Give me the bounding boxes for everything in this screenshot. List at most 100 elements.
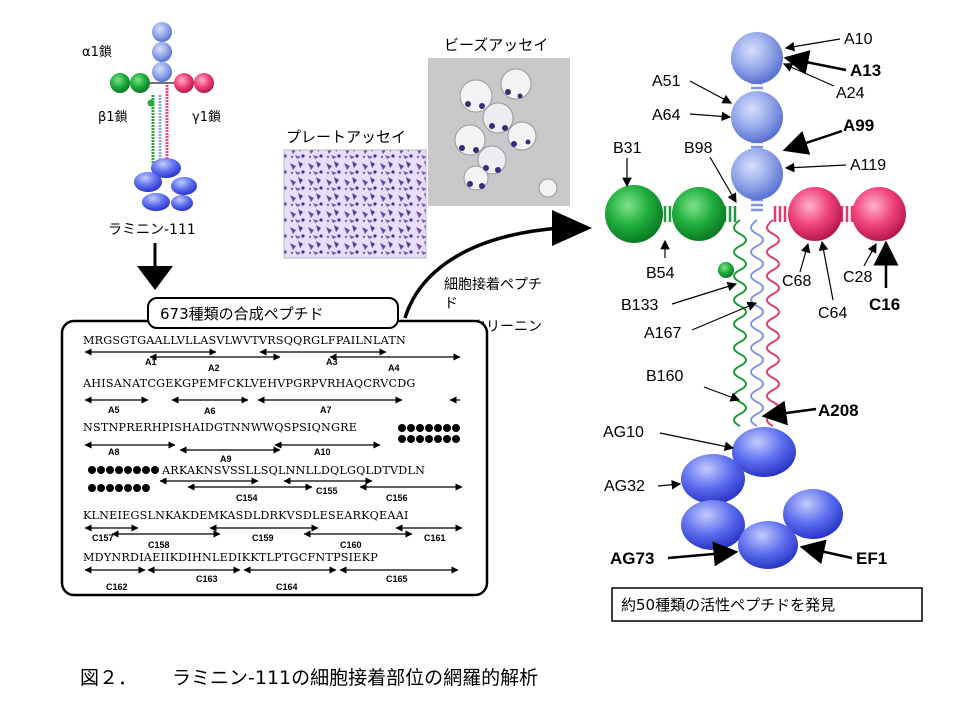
label-a208: A208 xyxy=(818,401,859,420)
plate-assay-photo xyxy=(283,149,427,259)
label-a51: A51 xyxy=(652,73,681,90)
beta-small-domain xyxy=(718,262,734,278)
alpha-domain xyxy=(152,42,172,62)
laminin-schematic: α1鎖 β1鎖 γ1鎖 ラミニン-111 xyxy=(82,22,221,238)
segment-label: A4 xyxy=(388,363,400,373)
schematic-name: ラミニン-111 xyxy=(108,222,196,238)
segment-label: A10 xyxy=(314,447,331,457)
label-a24: A24 xyxy=(836,85,865,102)
label-a167: A167 xyxy=(644,325,681,342)
sequence-row: KLNEIEGSLNKAKDEMKASDLDRKVSDLESEARKQEAAI xyxy=(83,509,409,522)
gamma-domain xyxy=(852,187,906,241)
label-c28: C28 xyxy=(843,269,872,286)
plate-assay-title: プレートアッセイ xyxy=(286,128,406,146)
sequence-row: NSTNPRERHPISHAIDGTNNWWQSPSIQNGRE xyxy=(83,421,357,434)
label-ag73: AG73 xyxy=(610,549,654,568)
caption-figure-number: 図２． xyxy=(80,667,137,689)
peptide-box-title: 673種類の合成ペプチド xyxy=(160,305,324,323)
segment-label: C162 xyxy=(106,582,128,592)
alpha-domain xyxy=(152,22,172,42)
label-c64: C64 xyxy=(818,305,847,322)
beta-domain xyxy=(110,73,130,93)
result-box: 約50種類の活性ペプチドを発見 xyxy=(611,587,923,622)
laminin-diagram xyxy=(605,32,906,569)
label-a119: A119 xyxy=(850,157,886,174)
segment-label: C157 xyxy=(92,533,114,543)
label-b160: B160 xyxy=(646,368,683,385)
result-text: 約50種類の活性ペプチドを発見 xyxy=(621,596,835,614)
segment-label: A6 xyxy=(204,406,216,416)
sequence-row: AHISANATCGEKGPEMFCKLVEHVPGRPVRHAQCRVCDG xyxy=(82,377,416,390)
label-b133: B133 xyxy=(621,297,658,314)
sequence-row: ARKAKNSVSSLLSQLNNLLDQLGQLDTVDLN xyxy=(161,464,425,477)
sequence-row: MRGSGTGAALLVLLASVLWVTVRSQQRGLFPAILNLATN xyxy=(83,334,406,347)
segment-label: C156 xyxy=(386,493,408,503)
alpha-chain-label: α1鎖 xyxy=(82,44,112,60)
segment-label: A8 xyxy=(108,447,120,457)
segment-label: A2 xyxy=(208,363,220,373)
bead-assay-photo xyxy=(428,58,570,206)
alpha-domain xyxy=(731,91,783,143)
label-a64: A64 xyxy=(652,107,681,124)
beta-domain xyxy=(605,185,663,243)
g-domain xyxy=(681,454,745,504)
segment-label: A1 xyxy=(145,357,157,367)
g-domain xyxy=(151,158,181,178)
segment-label: C155 xyxy=(316,486,338,496)
segment-label: C160 xyxy=(340,540,362,550)
segment-label: A5 xyxy=(108,405,120,415)
label-ag10: AG10 xyxy=(603,424,644,441)
svg-text:細胞接着ペプチ: 細胞接着ペプチ xyxy=(444,276,542,293)
label-a13: A13 xyxy=(850,61,881,80)
beta-domain xyxy=(672,187,726,241)
label-a10: A10 xyxy=(844,31,873,48)
svg-text:ド: ド xyxy=(444,296,458,312)
label-ef1: EF1 xyxy=(856,549,887,568)
g-domain xyxy=(732,427,796,477)
g-domain xyxy=(783,489,843,539)
gamma-domain xyxy=(194,73,214,93)
peptide-labels: A10 A13 A24 A51 A64 A99 A119 B31 B98 B54… xyxy=(603,31,900,568)
g-domain xyxy=(738,521,798,569)
alpha-domain xyxy=(731,32,783,84)
alpha-domain xyxy=(731,148,783,200)
curved-arrow xyxy=(403,210,592,319)
caption-text: ラミニン-111の細胞接着部位の網羅的解析 xyxy=(172,667,538,689)
gamma-chain-label: γ1鎖 xyxy=(192,109,221,125)
label-a99: A99 xyxy=(843,116,874,135)
down-arrow xyxy=(137,243,173,290)
segment-label: C158 xyxy=(148,540,170,550)
alpha-domain xyxy=(152,62,172,82)
segment-label: A3 xyxy=(326,357,338,367)
gap-dots xyxy=(88,466,159,492)
g-domain xyxy=(171,177,197,195)
label-ag32: AG32 xyxy=(604,478,645,495)
label-b31: B31 xyxy=(613,140,642,157)
gap-dots xyxy=(398,424,460,443)
segment-label: A7 xyxy=(320,405,332,415)
bead-assay-title: ビーズアッセイ xyxy=(444,36,548,54)
label-b98: B98 xyxy=(684,140,713,157)
beta-domain xyxy=(130,73,150,93)
sequence-row: MDYNRDIAEIIKDIHNLEDIKKTLPTGCFNTPSIEKP xyxy=(83,551,378,564)
segment-label: C154 xyxy=(236,493,258,503)
beta-chain-label: β1鎖 xyxy=(98,109,128,125)
segment-label: C161 xyxy=(424,533,446,543)
label-b54: B54 xyxy=(646,265,675,282)
segment-label: C163 xyxy=(196,574,218,584)
gamma-domain xyxy=(788,187,842,241)
g-domain xyxy=(171,195,193,211)
g-domain xyxy=(681,500,745,550)
figure-caption: 図２． ラミニン-111の細胞接着部位の網羅的解析 xyxy=(80,667,538,689)
segment-label: C165 xyxy=(386,574,408,584)
g-domain xyxy=(134,172,162,192)
label-c68: C68 xyxy=(782,273,811,290)
segment-label: C164 xyxy=(276,582,298,592)
g-domain xyxy=(142,193,170,211)
peptide-box: 673種類の合成ペプチド MRGSGTGAALLVLLASVLWVTVRSQQR… xyxy=(60,297,489,597)
segment-label: A9 xyxy=(220,454,232,464)
annotation-arrows xyxy=(622,38,899,567)
label-c16: C16 xyxy=(869,295,900,314)
segment-label: C159 xyxy=(252,533,274,543)
gamma-domain xyxy=(174,73,194,93)
